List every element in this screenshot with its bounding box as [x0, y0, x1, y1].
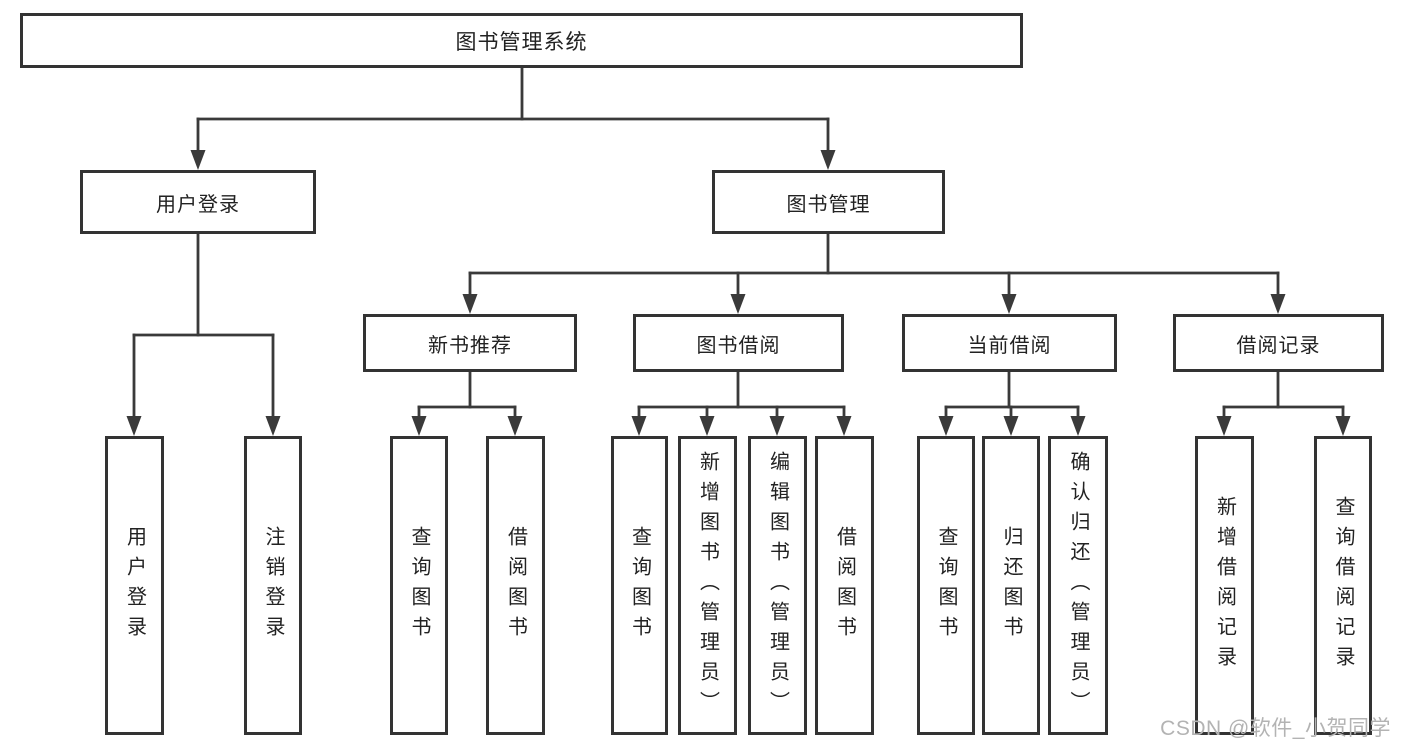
node-new-book-recommend: 新书推荐 — [363, 314, 577, 372]
arrowhead-down-icon — [836, 416, 852, 436]
arrowhead-down-icon — [507, 416, 523, 436]
arrowhead-down-icon — [631, 416, 647, 436]
node-leaf-edit-book: 编辑图书（管理员） — [748, 436, 807, 735]
node-book-borrowing: 图书借阅 — [633, 314, 844, 372]
arrowhead-down-icon — [1001, 294, 1017, 314]
arrowhead-down-icon — [411, 416, 427, 436]
arrowhead-down-icon — [820, 150, 836, 170]
node-borrowing-records: 借阅记录 — [1173, 314, 1384, 372]
node-leaf-confirm-return: 确认归还（管理员） — [1048, 436, 1108, 735]
arrowhead-down-icon — [699, 416, 715, 436]
node-leaf-query-record: 查询借阅记录 — [1314, 436, 1372, 735]
node-leaf-borrow-book-b: 借阅图书 — [815, 436, 874, 735]
arrowhead-down-icon — [1335, 416, 1351, 436]
node-leaf-add-record: 新增借阅记录 — [1195, 436, 1254, 735]
node-root: 图书管理系统 — [20, 13, 1023, 68]
arrowhead-down-icon — [769, 416, 785, 436]
arrowhead-down-icon — [1070, 416, 1086, 436]
arrowhead-down-icon — [938, 416, 954, 436]
arrowhead-down-icon — [1003, 416, 1019, 436]
arrowhead-down-icon — [190, 150, 206, 170]
node-leaf-logout: 注销登录 — [244, 436, 302, 735]
node-user-login-group: 用户登录 — [80, 170, 316, 234]
arrowhead-down-icon — [1216, 416, 1232, 436]
csdn-watermark: CSDN @软件_小贺同学 — [1160, 717, 1391, 740]
node-leaf-add-book: 新增图书（管理员） — [678, 436, 737, 735]
node-leaf-query-book-c: 查询图书 — [917, 436, 975, 735]
arrowhead-down-icon — [265, 416, 281, 436]
arrowhead-down-icon — [126, 416, 142, 436]
node-leaf-query-book-b: 查询图书 — [611, 436, 668, 735]
node-leaf-query-book-a: 查询图书 — [390, 436, 448, 735]
node-leaf-borrow-book-a: 借阅图书 — [486, 436, 545, 735]
node-current-borrowing: 当前借阅 — [902, 314, 1117, 372]
arrowhead-down-icon — [462, 294, 478, 314]
node-leaf-user-login: 用户登录 — [105, 436, 164, 735]
node-book-management: 图书管理 — [712, 170, 945, 234]
arrowhead-down-icon — [1270, 294, 1286, 314]
node-leaf-return-book: 归还图书 — [982, 436, 1040, 735]
arrowhead-down-icon — [730, 294, 746, 314]
